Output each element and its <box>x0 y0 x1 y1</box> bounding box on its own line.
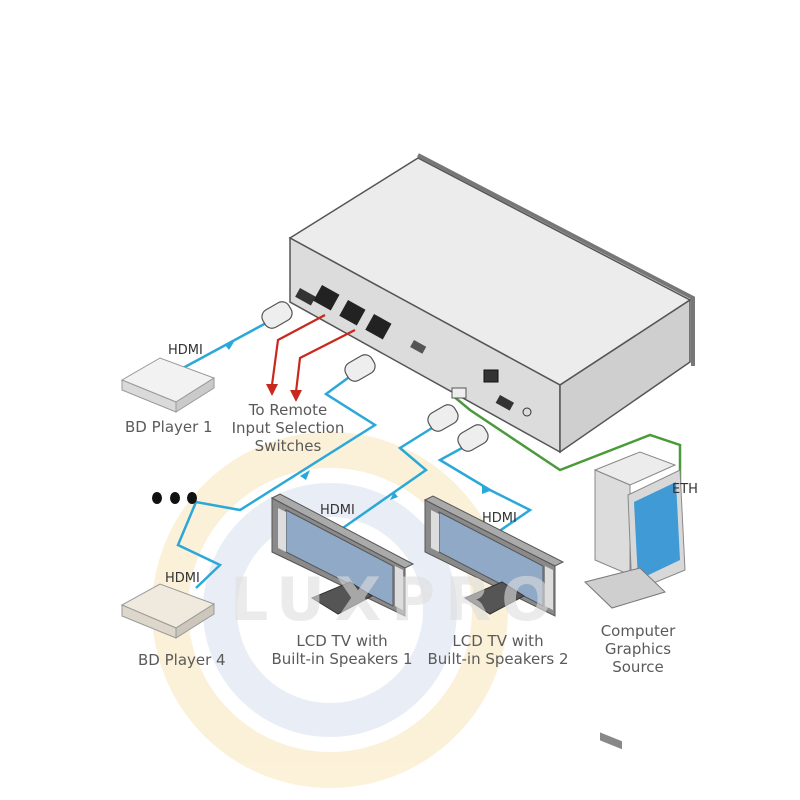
label-bd-player-4: BD Player 4 <box>138 651 226 669</box>
keyboard <box>584 567 666 609</box>
remote-arrows <box>266 384 302 402</box>
hdmi-in-port-1 <box>295 288 316 306</box>
terminal-block-3 <box>365 314 392 340</box>
arrow-icon <box>300 470 310 480</box>
lcd-tv-1 <box>270 493 415 617</box>
label-eth: ETH <box>672 482 698 497</box>
hdmi-plug <box>427 404 459 432</box>
monitor-screen <box>634 482 680 580</box>
terminal-block-2 <box>339 300 366 326</box>
hdmi-plug <box>261 301 293 329</box>
ethernet-port <box>483 369 499 383</box>
arrow-down-icon <box>290 390 302 402</box>
device-side <box>559 298 691 454</box>
eth-cable <box>451 394 682 485</box>
remote-cable-2 <box>294 329 356 393</box>
hdmi-arrows <box>225 342 490 500</box>
lcd-tv-2 <box>423 495 565 617</box>
label-lcd-tv-1: LCD TV with Built-in Speakers 1 <box>271 632 413 668</box>
computer <box>584 451 686 750</box>
label-lcd-tv-2: LCD TV with Built-in Speakers 2 <box>427 632 569 668</box>
label-hdmi-bd4: HDMI <box>165 571 200 586</box>
remote-cables <box>270 314 356 393</box>
bd-player-4 <box>120 583 216 639</box>
dip-switch <box>410 340 427 354</box>
bd-player-1 <box>120 357 216 413</box>
label-hdmi-tv2: HDMI <box>482 511 517 526</box>
tv-stand <box>463 581 525 615</box>
pc-tower-front <box>594 469 631 576</box>
remote-cable-1 <box>270 314 326 386</box>
hdmi-cable-tv2 <box>437 446 533 534</box>
drive-bay <box>600 732 622 750</box>
terminal-block-1 <box>313 285 340 311</box>
hdmi-plug <box>344 354 376 382</box>
watermark-ring-inner <box>203 483 457 737</box>
device-rail <box>417 153 695 366</box>
hdmi-cable-bd4 <box>176 373 378 589</box>
ellipsis-dots <box>152 492 197 504</box>
switcher-device <box>288 153 695 454</box>
hdmi-connectors <box>261 301 489 452</box>
label-hdmi-tv1: HDMI <box>320 503 355 518</box>
arrow-icon <box>482 485 490 494</box>
hdmi-cable-tv1 <box>339 426 433 532</box>
label-hdmi-bd1: HDMI <box>168 343 203 358</box>
arrow-down-icon <box>266 384 278 396</box>
label-remote-switches: To Remote Input Selection Switches <box>231 401 345 455</box>
eth-plug <box>451 387 467 399</box>
hdmi-plug <box>457 424 489 452</box>
power-icon <box>522 407 532 417</box>
arrow-icon <box>390 492 398 500</box>
label-computer: Computer Graphics Source <box>600 622 676 676</box>
arrow-icon <box>225 342 234 350</box>
label-bd-player-1: BD Player 1 <box>125 418 213 436</box>
hdmi-out-port-2 <box>495 395 514 411</box>
tv-stand <box>310 581 373 615</box>
watermark-text: LUXPRO <box>230 565 563 635</box>
